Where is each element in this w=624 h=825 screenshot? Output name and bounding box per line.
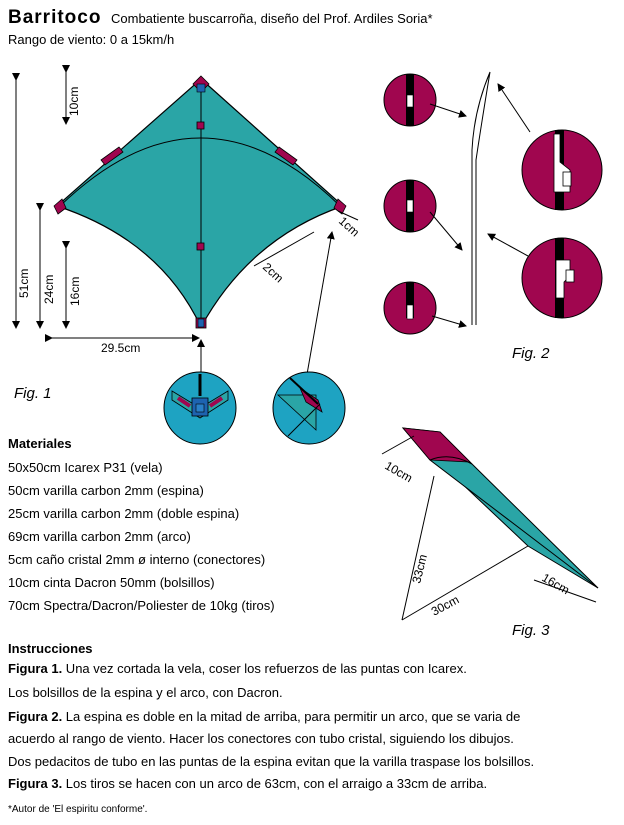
fig3-dim-10cm: 10cm xyxy=(383,458,415,485)
tail-pocket xyxy=(197,318,205,328)
instruction-fig3-text: Los tiros se hacen con un arco de 63cm, … xyxy=(62,776,488,791)
dim-2cm: 2cm xyxy=(260,260,286,286)
dim-29-5cm: 29.5cm xyxy=(101,341,140,355)
fig3-dim-30cm: 30cm xyxy=(429,593,461,619)
kite-subtitle: Combatiente buscarroña, diseño del Prof.… xyxy=(111,11,433,26)
fig1-kite xyxy=(53,75,347,329)
material-item: 50x50cm Icarex P31 (vela) xyxy=(8,460,163,475)
fig2-label: Fig. 2 xyxy=(512,345,550,362)
instructions-heading: Instrucciones xyxy=(8,641,93,656)
left-wingtip-reinforcement xyxy=(53,198,67,215)
material-item: 5cm caño cristal 2mm ø interno (conector… xyxy=(8,552,266,567)
instruction-fig3: Figura 3. Los tiros se hacen con un arco… xyxy=(8,776,602,791)
dim-24cm: 24cm xyxy=(42,275,56,304)
kite-sail xyxy=(55,78,345,329)
instruction-fig3-label: Figura 3. xyxy=(8,776,63,791)
instruction-fig1-text: Una vez cortada la vela, coser los refue… xyxy=(62,661,467,676)
kite-title: Barritoco xyxy=(8,7,102,28)
right-wingtip-reinforcement xyxy=(333,198,347,215)
instruction-fig1-label: Figura 1. xyxy=(8,661,63,676)
material-item: 25cm varilla carbon 2mm (doble espina) xyxy=(8,506,240,521)
material-item: 69cm varilla carbon 2mm (arco) xyxy=(8,529,191,544)
instruction-fig2-line2: acuerdo al rango de viento. Hacer los co… xyxy=(8,731,514,746)
instruction-fig1-line2: Los bolsillos de la espina y el arco, co… xyxy=(8,685,283,700)
kite-bow-spar xyxy=(59,137,341,207)
wind-range: Rango de viento: 0 a 15km/h xyxy=(8,32,175,47)
fig3-label: Fig. 3 xyxy=(512,622,550,639)
material-item: 70cm Spectra/Dacron/Poliester de 10kg (t… xyxy=(8,598,275,613)
dim-10cm: 10cm xyxy=(67,87,81,116)
instruction-fig1: Figura 1. Una vez cortada la vela, coser… xyxy=(8,661,602,676)
dim-16cm: 16cm xyxy=(68,277,82,306)
instruction-fig2-text: La espina es doble en la mitad de arriba… xyxy=(62,709,521,724)
material-item: 50cm varilla carbon 2mm (espina) xyxy=(8,483,204,498)
fig1-label: Fig. 1 xyxy=(14,385,52,402)
spine-pocket-top xyxy=(196,83,206,93)
right-edge-pocket xyxy=(274,146,298,166)
materials-heading: Materiales xyxy=(8,436,72,451)
dim-51cm: 51cm xyxy=(17,269,31,298)
fig3-dim-16cm: 16cm xyxy=(540,570,572,597)
spine-connector-lower xyxy=(196,242,205,251)
footnote: *Autor de 'El espiritu conforme'. xyxy=(8,804,148,815)
fig3-bridle xyxy=(381,427,599,621)
instruction-fig2-label: Figura 2. xyxy=(8,709,63,724)
spine-connector xyxy=(196,121,205,130)
instruction-fig2: Figura 2. La espina es doble en la mitad… xyxy=(8,709,602,724)
material-item: 10cm cinta Dacron 50mm (bolsillos) xyxy=(8,575,215,590)
left-edge-pocket xyxy=(100,146,124,166)
fig3-dim-33cm: 33cm xyxy=(409,553,430,585)
fig2-connectors xyxy=(383,71,603,335)
fig1-wingtip-detail xyxy=(272,371,346,445)
dim-1cm: 1cm xyxy=(336,214,362,240)
fig1-dimensions xyxy=(12,65,359,381)
fig1-tail-detail xyxy=(163,371,237,445)
instruction-fig2-line3: Dos pedacitos de tubo en las puntas de l… xyxy=(8,754,535,769)
